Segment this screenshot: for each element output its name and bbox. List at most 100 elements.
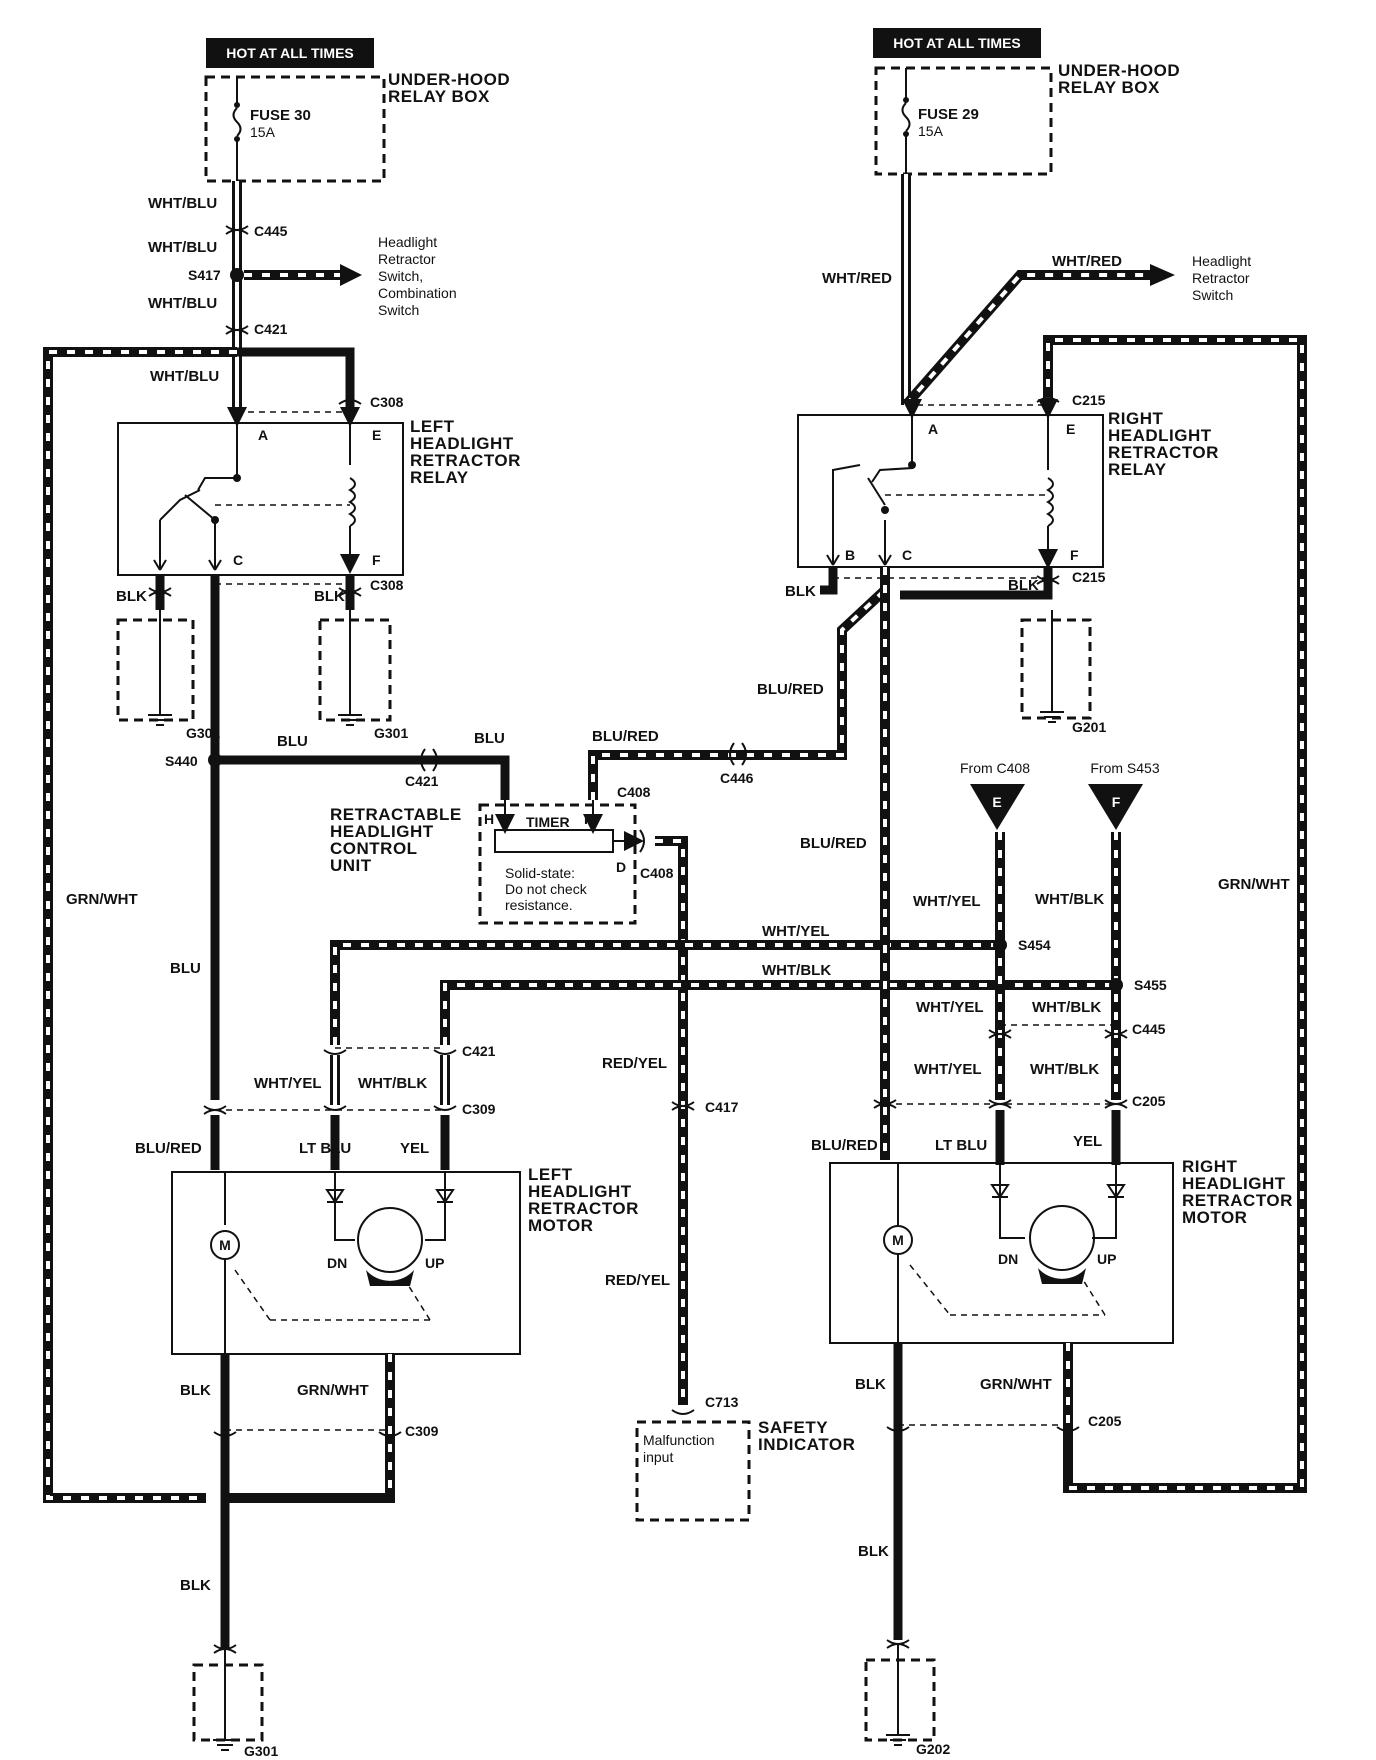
- connector-c215-bottom: C215: [1072, 569, 1106, 585]
- label-line: Retractor: [378, 251, 436, 267]
- label-line: UNIT: [330, 856, 372, 875]
- left-relay-coil: [348, 477, 356, 527]
- wire-blu-red-control-to-right: [588, 586, 889, 800]
- ground-box-g201: [1020, 618, 1092, 720]
- connector-c308-top: C308: [370, 394, 404, 410]
- right-relay-switch-a: [871, 462, 913, 483]
- wire-label-blk-right-2: BLK: [858, 1543, 889, 1560]
- connector-c417-symbol: [671, 1101, 695, 1111]
- tag-f-marker: [1088, 784, 1143, 830]
- label-line: RETRACTOR: [1108, 443, 1219, 462]
- connector-c421-top-symbol: [225, 325, 249, 335]
- wire-label-blu-red-right: BLU/RED: [800, 835, 867, 852]
- left-motor-leads: [334, 1172, 446, 1241]
- relay-box-left: [204, 75, 386, 183]
- right-relay-coil: [1046, 477, 1054, 527]
- wire-label-blk-g301a: BLK: [314, 588, 345, 605]
- left-relay-pin-c: C: [233, 552, 243, 568]
- left-relay-contact-b: [153, 520, 167, 571]
- connector-c308-bottom: C308: [370, 577, 404, 593]
- splice-s454: [993, 938, 1007, 952]
- left-motor-m: M: [219, 1237, 231, 1253]
- right-motor-m: M: [892, 1232, 904, 1248]
- wire-red-yel: [655, 836, 688, 1405]
- wire-label-wht-blu-4: WHT/BLU: [150, 368, 219, 385]
- label-line: Switch,: [378, 268, 423, 284]
- wire-label-blu-red-left: BLU/RED: [135, 1140, 202, 1157]
- arrow-to-switch-left: [340, 264, 362, 286]
- connector-c446-symbol: [729, 742, 747, 766]
- wire-label-wht-red-diag: WHT/RED: [1052, 253, 1122, 270]
- hot-label-left-text: HOT AT ALL TIMES: [226, 45, 354, 61]
- label-line: MOTOR: [1182, 1208, 1247, 1227]
- label-line: RELAY: [1108, 460, 1167, 479]
- fuse30-symbol: [232, 77, 242, 181]
- connector-c417: C417: [705, 1099, 739, 1115]
- wire-grn-wht-right-loop: [1043, 335, 1307, 1493]
- wire-label-blk-left-1: BLK: [180, 1382, 211, 1399]
- wire-label-lt-blu-left: LT BLU: [299, 1140, 351, 1157]
- wire-label-blu-control: BLU: [474, 730, 505, 747]
- label-line: HEADLIGHT: [528, 1182, 632, 1201]
- from-s453-label: From S453: [1090, 760, 1159, 776]
- right-motor-dn: DN: [998, 1251, 1018, 1267]
- wire-label-blu-horizontal: BLU: [277, 733, 308, 750]
- tag-e: E: [992, 794, 1001, 810]
- wire-to-relay-e-left: [237, 347, 355, 410]
- label-line: SAFETY: [758, 1418, 828, 1437]
- wire-label-yel-left: YEL: [400, 1140, 429, 1157]
- wire-label-wht-blk-bus: WHT/BLK: [762, 962, 831, 979]
- left-motor-up: UP: [425, 1255, 444, 1271]
- label-line: RIGHT: [1108, 409, 1164, 428]
- wire-label-wht-yel-right-1: WHT/YEL: [913, 893, 981, 910]
- wire-label-red-yel-2: RED/YEL: [605, 1272, 670, 1289]
- ground-box-g202: [864, 1658, 936, 1742]
- left-relay-arm: [159, 489, 216, 521]
- splice-s417-label: S417: [188, 267, 221, 283]
- splice-s455: [1109, 978, 1123, 992]
- wire-label-blu-red-horizontal: BLU/RED: [592, 728, 659, 745]
- ground-g301a: G301: [374, 725, 408, 741]
- label-line: CONTROL: [330, 839, 418, 858]
- ground-box-g301b: [192, 1663, 264, 1742]
- left-relay-pin-f: F: [372, 552, 381, 568]
- wire-label-yel-right: YEL: [1073, 1133, 1102, 1150]
- timer-label: TIMER: [526, 814, 570, 830]
- relay-box-right: [874, 66, 1053, 176]
- wire-label-blk-right-b: BLK: [785, 583, 816, 600]
- label-line: RELAY: [410, 468, 469, 487]
- connector-c421-top: C421: [254, 321, 288, 337]
- ground-box-g302: [116, 618, 195, 722]
- right-relay-contact-c: [878, 520, 892, 566]
- tag-e-marker: [970, 784, 1025, 830]
- label-line: RETRACTOR: [528, 1199, 639, 1218]
- wire-wht-blk-bus: [440, 980, 1116, 1045]
- label-line: RELAY BOX: [388, 87, 490, 106]
- label-line: LEFT: [410, 417, 455, 436]
- wire-label-wht-red-vertical: WHT/RED: [822, 270, 892, 287]
- control-pin-d: D: [616, 859, 626, 875]
- wire-label-wht-yel-right-3: WHT/YEL: [914, 1061, 982, 1078]
- from-c408-label: From C408: [960, 760, 1030, 776]
- right-motor-leads: [999, 1165, 1117, 1239]
- right-relay-contact-b: [826, 520, 840, 566]
- wire-label-blu-red-right-low: BLU/RED: [811, 1137, 878, 1154]
- timer-block: [494, 829, 614, 853]
- connector-c215-top: C215: [1072, 392, 1106, 408]
- right-relay-pin-c: C: [902, 547, 912, 563]
- right-relay-pin-a: A: [928, 421, 938, 437]
- connector-c421-low: C421: [462, 1043, 496, 1059]
- splice-s455-label: S455: [1134, 977, 1167, 993]
- label-line: resistance.: [505, 897, 573, 913]
- connector-c713: C713: [705, 1394, 739, 1410]
- wire-label-blk-left-2: BLK: [180, 1577, 211, 1594]
- label-line: Combination: [378, 285, 457, 301]
- connector-c205-bottom: C205: [1088, 1413, 1122, 1429]
- label-line: Switch: [378, 302, 419, 318]
- label-line: Headlight: [378, 234, 437, 250]
